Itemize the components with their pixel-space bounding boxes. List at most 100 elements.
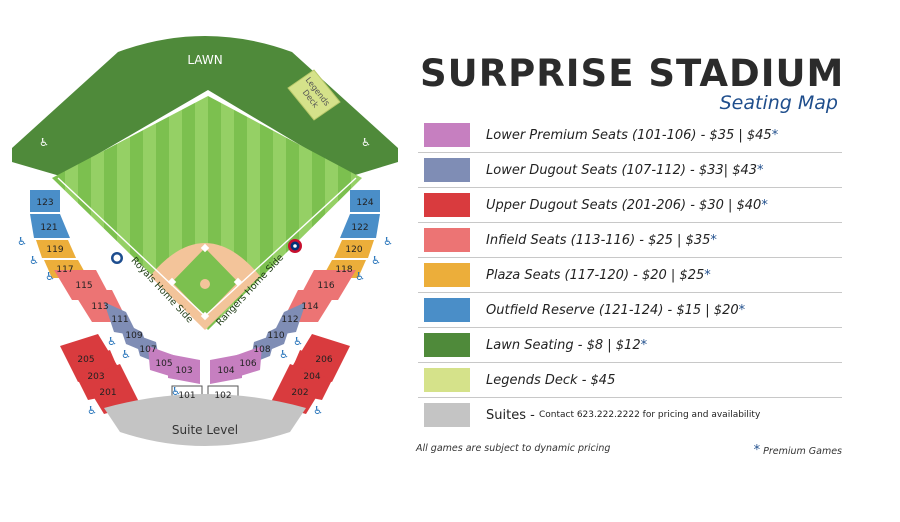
suites-separator: - xyxy=(525,407,539,423)
dynamic-pricing-note: All games are subject to dynamic pricing xyxy=(416,443,611,454)
label-113: 113 xyxy=(91,302,108,312)
wheelchair-icon: ♿ xyxy=(279,348,289,361)
legend-row-outfield-reserve: Outfield Reserve (121-124) - $15 | $20* xyxy=(418,293,842,328)
legend-label: Legends Deck - $45 xyxy=(486,372,616,388)
pitchers-mound xyxy=(200,279,210,289)
stadium-title: SURPRISE STADIUM xyxy=(420,52,845,95)
premium-star: * xyxy=(738,302,746,318)
wheelchair-icon: ♿ xyxy=(313,404,323,417)
wheelchair-icon: ♿ xyxy=(121,348,131,361)
color-swatch xyxy=(424,333,470,357)
wheelchair-icon: ♿ xyxy=(383,235,393,248)
section-202[interactable] xyxy=(270,364,328,414)
label-105: 105 xyxy=(155,359,172,369)
label-206: 206 xyxy=(315,355,332,365)
wheelchair-icon: ♿ xyxy=(371,254,381,267)
label-109: 109 xyxy=(125,331,142,341)
label-102: 102 xyxy=(214,391,231,401)
lawn-area[interactable] xyxy=(12,36,398,176)
legend-label: Infield Seats (113-116) - $25 | $35 xyxy=(486,232,711,248)
premium-star-icon: * xyxy=(753,443,761,458)
section-120[interactable] xyxy=(334,240,374,258)
label-108: 108 xyxy=(253,345,270,355)
section-103[interactable] xyxy=(168,354,200,384)
section-201[interactable] xyxy=(82,364,140,414)
label-120: 120 xyxy=(345,245,362,255)
section-121[interactable] xyxy=(30,214,70,238)
legend-label: Lower Dugout Seats (107-112) - $33| $43 xyxy=(486,162,758,178)
stadium-seating-map: LAWN Legends Deck Royals Home Side Range… xyxy=(12,36,398,446)
label-123: 123 xyxy=(36,198,53,208)
legend-row-legends-deck: Legends Deck - $45 xyxy=(418,363,842,398)
legend-label: Lawn Seating - $8 | $12 xyxy=(486,337,641,353)
suites-contact-note: Contact 623.222.2222 for pricing and ava… xyxy=(538,410,761,420)
label-201: 201 xyxy=(99,388,116,398)
label-111: 111 xyxy=(111,315,128,325)
legend-row-upper-dugout: Upper Dugout Seats (201-206) - $30 | $40… xyxy=(418,188,842,223)
label-203: 203 xyxy=(87,372,104,382)
legend-row-lower-dugout: Lower Dugout Seats (107-112) - $33| $43* xyxy=(418,153,842,188)
royals-logo xyxy=(111,252,123,264)
premium-star: * xyxy=(757,162,764,178)
color-swatch xyxy=(424,123,470,147)
label-117: 117 xyxy=(56,265,73,275)
wheelchair-icon: ♿ xyxy=(29,254,39,267)
wheelchair-icon: ♿ xyxy=(87,404,97,417)
wheelchair-icon: ♿ xyxy=(171,385,181,398)
label-114: 114 xyxy=(301,302,318,312)
label-101: 101 xyxy=(178,391,195,401)
color-swatch xyxy=(424,263,470,287)
premium-star: * xyxy=(771,127,779,143)
label-204: 204 xyxy=(303,372,320,382)
premium-star: * xyxy=(710,232,717,248)
wheelchair-icon: ♿ xyxy=(17,235,27,248)
wheelchair-icon: ♿ xyxy=(45,270,55,283)
premium-star: * xyxy=(704,267,711,283)
label-119: 119 xyxy=(46,245,63,255)
color-swatch xyxy=(424,228,470,252)
color-swatch xyxy=(424,368,470,392)
legend-label: Plaza Seats (117-120) - $20 | $25 xyxy=(486,267,705,283)
section-122[interactable] xyxy=(340,214,380,238)
suite-level[interactable] xyxy=(104,394,306,446)
seating-map-subtitle: Seating Map xyxy=(719,92,838,114)
premium-star: * xyxy=(761,197,768,213)
label-121: 121 xyxy=(40,223,57,233)
legend-row-lower-premium: Lower Premium Seats (101-106) - $35 | $4… xyxy=(418,118,842,153)
label-106: 106 xyxy=(239,359,256,369)
section-123[interactable] xyxy=(30,190,60,212)
label-112: 112 xyxy=(281,315,298,325)
legend-row-plaza: Plaza Seats (117-120) - $20 | $25* xyxy=(418,258,842,293)
premium-star: * xyxy=(640,337,648,353)
lawn-label: LAWN xyxy=(187,53,222,67)
suites-label: Suites xyxy=(486,407,526,423)
label-205: 205 xyxy=(77,355,94,365)
section-124[interactable] xyxy=(350,190,380,212)
wheelchair-icon: ♿ xyxy=(107,335,117,348)
section-104[interactable] xyxy=(210,354,242,384)
premium-games-note: * Premium Games xyxy=(754,443,842,458)
outfield-grass xyxy=(52,96,362,330)
wheelchair-icon: ♿ xyxy=(355,270,365,283)
label-116: 116 xyxy=(317,281,334,291)
rangers-logo xyxy=(288,239,302,253)
legend-row-lawn: Lawn Seating - $8 | $12* xyxy=(418,328,842,363)
label-104: 104 xyxy=(217,366,234,376)
section-119[interactable] xyxy=(36,240,76,258)
label-122: 122 xyxy=(351,223,368,233)
label-124: 124 xyxy=(356,198,373,208)
wheelchair-icon: ♿ xyxy=(293,335,303,348)
legend-row-suites: Suites - Contact 623.222.2222 for pricin… xyxy=(418,398,842,432)
color-swatch xyxy=(424,158,470,182)
label-202: 202 xyxy=(291,388,308,398)
label-110: 110 xyxy=(267,331,284,341)
label-118: 118 xyxy=(335,265,352,275)
wheelchair-icon: ♿ xyxy=(361,136,371,149)
legend-label: Outfield Reserve (121-124) - $15 | $20 xyxy=(486,302,739,318)
legend-row-infield: Infield Seats (113-116) - $25 | $35* xyxy=(418,223,842,258)
label-107: 107 xyxy=(139,345,156,355)
legend-label: Lower Premium Seats (101-106) - $35 | $4… xyxy=(486,127,772,143)
color-swatch xyxy=(424,193,470,217)
color-swatch xyxy=(424,403,470,427)
suite-level-label: Suite Level xyxy=(172,423,238,437)
